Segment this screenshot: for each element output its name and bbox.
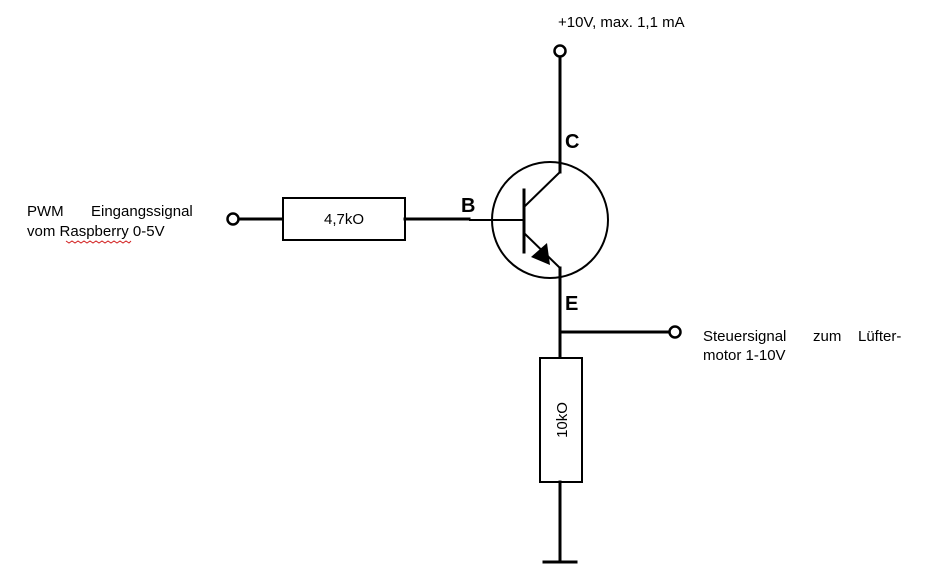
collector-lead	[523, 171, 561, 208]
output-label-luefter: Lüfter-	[858, 328, 901, 345]
base-resistor-value: 4,7kO	[324, 211, 364, 228]
input-label-pwm: PWM	[27, 203, 64, 220]
supply-terminal	[553, 44, 567, 58]
base-resistor	[282, 197, 406, 241]
input-label-line2: vom Raspberry 0-5V	[27, 223, 165, 240]
emitter-resistor	[539, 357, 583, 483]
emitter-label: E	[565, 293, 578, 315]
spellcheck-underline	[65, 240, 132, 244]
base-label: B	[461, 195, 475, 217]
output-label-line2: motor 1-10V	[703, 347, 786, 364]
input-label-eingangssignal: Eingangssignal	[91, 203, 193, 220]
output-label-steuersignal: Steuersignal	[703, 328, 786, 345]
emitter-arrow-icon	[531, 243, 550, 265]
input-terminal	[226, 212, 240, 226]
emitter-resistor-value: 10kO	[554, 402, 571, 438]
supply-label: +10V, max. 1,1 mA	[558, 14, 685, 31]
output-terminal	[668, 325, 682, 339]
output-label-zum: zum	[813, 328, 841, 345]
collector-label: C	[565, 131, 579, 153]
